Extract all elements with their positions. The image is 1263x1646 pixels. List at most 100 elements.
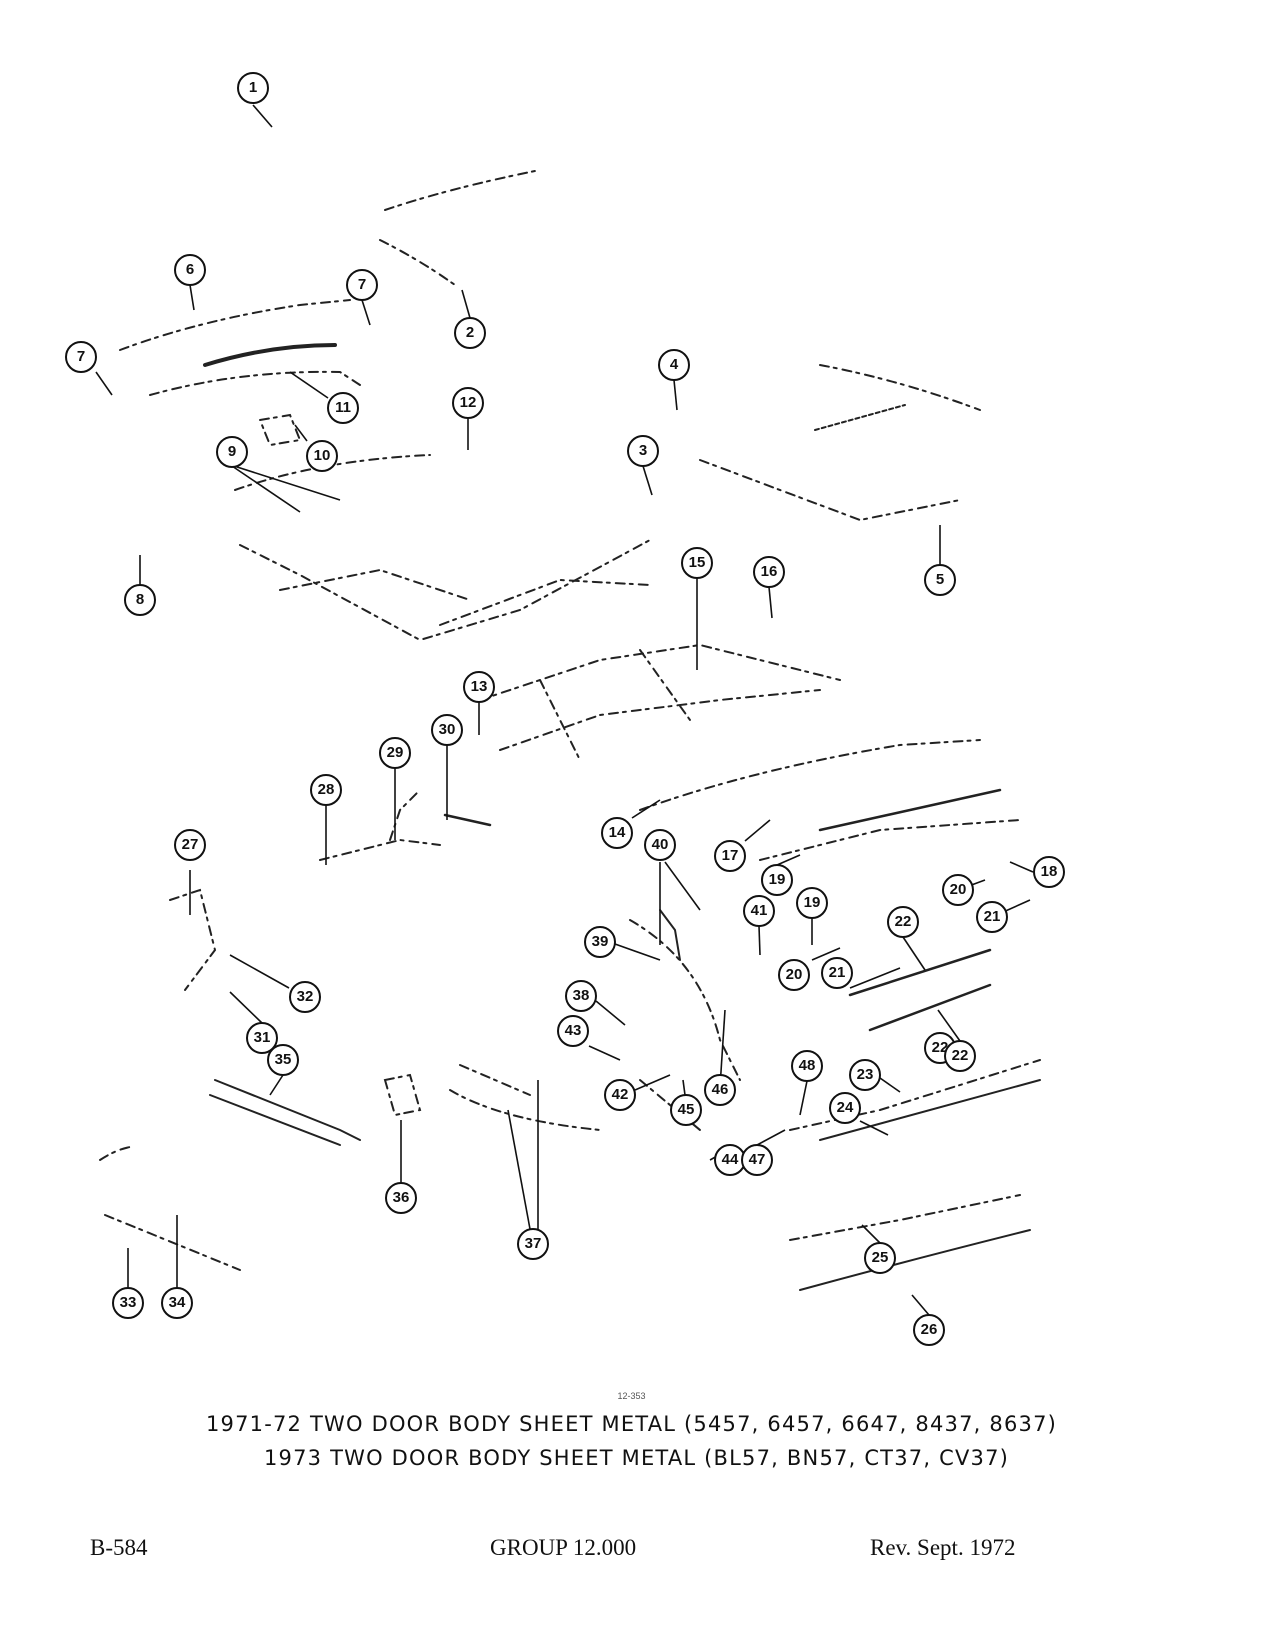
bracket	[383, 1073, 422, 1117]
deck-lid-emblem	[814, 404, 906, 431]
leader-line	[269, 1074, 284, 1096]
leader-line	[1009, 861, 1034, 873]
leader-line	[189, 284, 195, 311]
callout-7: 7	[65, 341, 97, 373]
callout-6: 6	[174, 254, 206, 286]
door-pillar	[319, 838, 441, 861]
callout-39: 39	[584, 926, 616, 958]
deck-lid	[819, 364, 981, 411]
callout-4: 4	[658, 349, 690, 381]
front-fender-lower	[99, 1146, 131, 1161]
wheelhouse	[659, 909, 681, 961]
floor-pan	[439, 578, 651, 626]
leader-line	[799, 1080, 808, 1116]
rear-floor-pan	[539, 679, 581, 761]
callout-44: 44	[714, 1144, 746, 1176]
leader-line	[461, 289, 471, 319]
callout-28: 28	[310, 774, 342, 806]
callout-12: 12	[452, 387, 484, 419]
roof-panel	[384, 169, 541, 211]
leader-line	[664, 861, 701, 911]
callout-41: 41	[743, 895, 775, 927]
callout-20: 20	[942, 874, 974, 906]
leader-line	[231, 465, 301, 513]
quarter-panel	[819, 1079, 1041, 1141]
leader-line	[229, 954, 290, 989]
callout-11: 11	[327, 392, 359, 424]
callout-34: 34	[161, 1287, 193, 1319]
leader-line	[252, 104, 273, 128]
callout-23: 23	[849, 1059, 881, 1091]
callout-48: 48	[791, 1050, 823, 1082]
leader-line	[859, 1120, 889, 1136]
leader-line	[614, 943, 661, 961]
callout-30: 30	[431, 714, 463, 746]
callout-26: 26	[913, 1314, 945, 1346]
leader-line	[756, 1129, 786, 1146]
leader-line	[294, 424, 308, 442]
leader-line	[634, 1074, 671, 1091]
callout-32: 32	[289, 981, 321, 1013]
callout-24: 24	[829, 1092, 861, 1124]
callout-19: 19	[761, 864, 793, 896]
door-pillar	[443, 813, 492, 827]
callout-42: 42	[604, 1079, 636, 1111]
callout-3: 3	[627, 435, 659, 467]
rocker-rail	[868, 983, 992, 1032]
revision-date: Rev. Sept. 1972	[870, 1535, 1016, 1560]
callout-1: 1	[237, 72, 269, 104]
callout-19: 19	[796, 887, 828, 919]
callout-47: 47	[741, 1144, 773, 1176]
callout-29: 29	[379, 737, 411, 769]
callout-15: 15	[681, 547, 713, 579]
callout-21: 21	[976, 901, 1008, 933]
callout-8: 8	[124, 584, 156, 616]
callout-25: 25	[864, 1242, 896, 1274]
quarter-panel-lower	[789, 1194, 1021, 1241]
front-fender-lower	[104, 1214, 241, 1271]
leader-line	[758, 925, 761, 956]
leader-line	[95, 371, 113, 396]
quarter-panel-lower	[799, 1229, 1031, 1291]
leader-line	[642, 465, 653, 496]
callout-2: 2	[454, 317, 486, 349]
rocker-rail	[848, 948, 992, 997]
floor-pan	[279, 568, 471, 601]
leader-line	[588, 1045, 621, 1061]
callout-43: 43	[557, 1015, 589, 1047]
leader-line	[631, 799, 661, 819]
rear-floor-pan	[639, 649, 691, 721]
leader-line	[768, 586, 773, 619]
callout-27: 27	[174, 829, 206, 861]
page-number: B-584	[90, 1535, 148, 1560]
leader-line	[289, 371, 329, 399]
front-rocker	[209, 1094, 341, 1146]
leader-line	[902, 936, 926, 971]
door-sill	[449, 1089, 601, 1131]
callout-45: 45	[670, 1094, 702, 1126]
leader-line	[507, 1109, 531, 1230]
leader-line	[673, 379, 678, 411]
leader-line	[361, 299, 371, 326]
callout-36: 36	[385, 1182, 417, 1214]
leader-line	[879, 1077, 901, 1093]
callout-37: 37	[517, 1228, 549, 1260]
windshield-header	[119, 299, 351, 351]
front-rocker	[214, 1079, 361, 1141]
group-label: GROUP 12.000	[490, 1535, 637, 1560]
callout-22: 22	[887, 906, 919, 938]
callout-17: 17	[714, 840, 746, 872]
rear-body-panel	[818, 788, 1002, 832]
callout-40: 40	[644, 829, 676, 861]
callout-38: 38	[565, 980, 597, 1012]
deck-lid	[699, 459, 961, 522]
quarter-panel	[789, 1059, 1041, 1131]
leader-line	[937, 1009, 961, 1042]
leader-line	[861, 1224, 881, 1244]
caption-line-1: 1971-72 TWO DOOR BODY SHEET METAL (5457,…	[205, 1412, 1058, 1436]
leader-line	[849, 967, 901, 989]
windshield-header-reinforcement	[203, 343, 337, 367]
leader-line	[911, 1294, 930, 1316]
leader-line	[595, 1000, 626, 1026]
wheelhouse	[629, 919, 741, 1081]
